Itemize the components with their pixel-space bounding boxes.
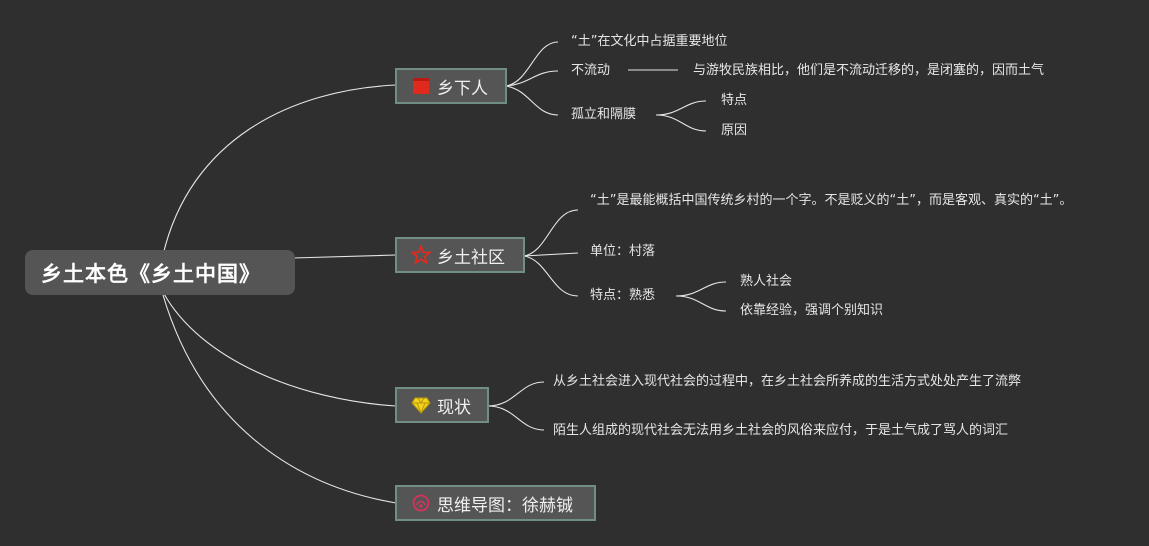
branch-label: 乡土社区	[437, 247, 505, 268]
connector	[505, 70, 559, 87]
leaf-topic[interactable]: 孤立和隔膜	[571, 107, 637, 122]
leaf-topic[interactable]: 原因	[721, 123, 748, 138]
leaf-topic[interactable]: 从乡土社会进入现代社会的过程中，在乡土社会所养成的生活方式处处产生了流弊	[553, 374, 1022, 389]
leaf-topic[interactable]: 与游牧民族相比，他们是不流动迁移的，是闭塞的，因而土气	[693, 63, 1045, 78]
leaf-topic[interactable]: 特点：熟悉	[590, 288, 656, 303]
red-flag-icon	[411, 76, 431, 96]
connector	[655, 114, 707, 132]
connector	[487, 381, 545, 407]
yellow-diamond-icon	[411, 395, 431, 415]
leaf-topic[interactable]: “土”是最能概括中国传统乡村的一个字。不是贬义的“土”，而是客观、真实的“土”。	[590, 193, 1073, 208]
leaf-topic[interactable]: 依靠经验，强调个别知识	[740, 303, 884, 318]
branch-xianzhuang[interactable]: 现状	[395, 387, 489, 423]
leaf-topic[interactable]: 单位：村落	[590, 244, 656, 259]
red-star-icon	[411, 245, 431, 265]
connector	[505, 85, 559, 116]
connector	[162, 84, 397, 256]
pink-emblem-icon	[411, 493, 431, 513]
branch-xiangtu-shequ[interactable]: 乡土社区	[395, 237, 525, 273]
connector	[505, 41, 559, 87]
branch-author[interactable]: 思维导图：徐赫铖	[395, 485, 596, 521]
connector	[162, 294, 397, 504]
connector	[523, 209, 579, 257]
branch-xiaxiaren[interactable]: 乡下人	[395, 68, 507, 104]
connector	[523, 255, 579, 297]
leaf-topic[interactable]: 熟人社会	[740, 274, 793, 289]
connector	[675, 281, 727, 297]
branch-label: 思维导图：徐赫铖	[437, 495, 573, 516]
connector	[487, 405, 545, 431]
connector	[675, 295, 727, 312]
leaf-topic[interactable]: “土”在文化中占据重要地位	[571, 34, 728, 49]
leaf-topic[interactable]: 不流动	[571, 63, 611, 78]
connector	[292, 254, 397, 259]
leaf-topic[interactable]: 特点	[721, 93, 748, 108]
connector	[523, 252, 579, 257]
connector	[162, 291, 397, 407]
root-topic-label: 乡土本色《乡土中国》	[41, 261, 261, 286]
leaf-topic[interactable]: 陌生人组成的现代社会无法用乡土社会的风俗来应付，于是土气成了骂人的词汇	[553, 423, 1009, 438]
root-topic[interactable]: 乡土本色《乡土中国》	[25, 250, 295, 295]
branch-label: 现状	[437, 397, 471, 418]
connector	[655, 100, 707, 116]
branch-label: 乡下人	[437, 78, 488, 99]
